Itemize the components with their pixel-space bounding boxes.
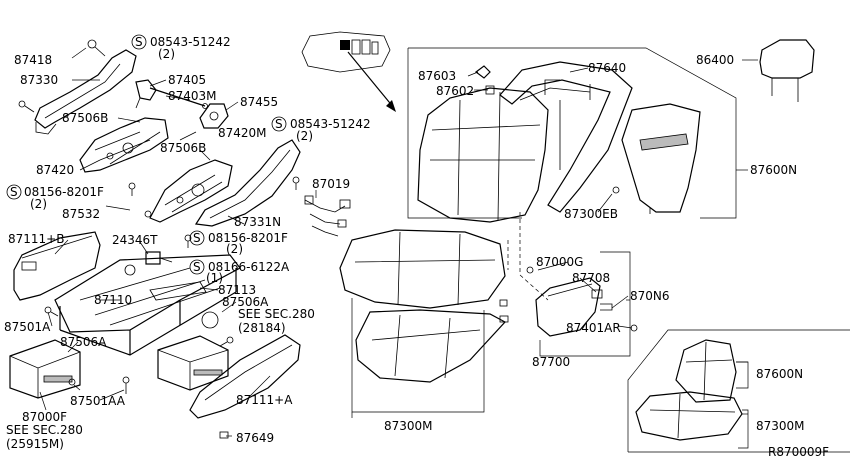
- seat-track-87420m: [149, 159, 233, 223]
- knob-87455: [199, 103, 229, 129]
- recliner-cover-87330: [34, 49, 137, 135]
- label-87640: 87640: [588, 61, 626, 75]
- bolt-symbols: [6, 34, 287, 275]
- see-sec-280-28184-line1: SEE SEC.280: [238, 307, 315, 321]
- label-87418: 87418: [14, 53, 52, 67]
- label-87501aa: 87501AA: [70, 394, 126, 408]
- label-87506a-a: 87506A: [222, 295, 269, 309]
- label-87700: 87700: [532, 355, 570, 369]
- control-unit-87000f: [9, 339, 81, 399]
- side-shield-87331n: [194, 139, 301, 227]
- finisher-87111b: [13, 231, 101, 301]
- label-87111a: 87111+A: [236, 393, 293, 407]
- seat-cushion-bracket: [351, 298, 485, 418]
- label-87113: 87113: [218, 283, 256, 297]
- back-board: [621, 103, 701, 214]
- bolt-qty-08156-8201f-b: (2): [226, 242, 243, 256]
- inset-box: [627, 329, 850, 453]
- frame-part-87113: [149, 281, 207, 301]
- label-87300m-a: 87300M: [384, 419, 433, 433]
- label-87603: 87603: [418, 69, 456, 83]
- label-87600n-a: 87600N: [750, 163, 797, 177]
- label-87506a-b: 87506A: [60, 335, 107, 349]
- harness-87019: [304, 195, 351, 237]
- label-87506b-b: 87506B: [160, 141, 206, 155]
- bolt-87418: [87, 39, 106, 57]
- side-finisher-bracket: [539, 251, 631, 357]
- label-87111b: 87111+B: [8, 232, 64, 246]
- label-87403m: 87403M: [168, 89, 217, 103]
- clips-87603-87602: [475, 65, 620, 194]
- dashed-guides: [507, 212, 549, 301]
- label-87000g: 87000G: [536, 255, 583, 269]
- label-87405: 87405: [168, 73, 206, 87]
- label-87401ar: 87401AR: [566, 321, 621, 335]
- sensor-24346t: [145, 251, 173, 265]
- label-87300eb: 87300EB: [564, 207, 618, 221]
- seat-location-icon: [301, 31, 396, 112]
- control-unit-28184: [157, 335, 229, 391]
- bolt-label-08156-8201f-a: 08156-8201F: [24, 185, 104, 199]
- bolt-qty-08543-51242-a: (2): [158, 47, 175, 61]
- label-87506b-a: 87506B: [62, 111, 108, 125]
- clip-87649: [219, 431, 229, 439]
- bolt-symbol-5: S: [193, 260, 201, 274]
- seat-back-frame-87640: [499, 61, 633, 213]
- bolt-qty-08166-6122a: (1): [206, 271, 223, 285]
- bolt-label-08156-8201f-b: 08156-8201F: [208, 231, 288, 245]
- label-87000f: 87000F: [22, 410, 67, 424]
- finisher-87111a: [189, 334, 301, 419]
- bolt-qty-08156-8201f-a: (2): [30, 197, 47, 211]
- label-24346t: 24346T: [112, 233, 158, 247]
- label-87649: 87649: [236, 431, 274, 445]
- recliner-mechanism-87420: [79, 117, 169, 173]
- label-87420: 87420: [36, 163, 74, 177]
- label-87501a: 87501A: [4, 320, 51, 334]
- see-sec-280-25915m-line1: SEE SEC.280: [6, 423, 83, 437]
- label-87455: 87455: [240, 95, 278, 109]
- bolt-label-08543-51242-a: 08543-51242: [150, 35, 231, 49]
- bolt-symbol-3: S: [10, 185, 18, 199]
- seat-cushion-87300m: [339, 229, 506, 309]
- bolt-label-08166-6122a: 08166-6122A: [208, 260, 290, 274]
- fasteners: [44, 176, 300, 394]
- bolt-symbol-2: S: [275, 117, 283, 131]
- reference-code: R870009F: [768, 445, 829, 459]
- headrest-86400: [759, 39, 815, 102]
- seat-back-cushion: [417, 87, 549, 223]
- label-87110: 87110: [94, 293, 132, 307]
- bolt-symbol-4: S: [193, 231, 201, 245]
- label-87331n: 87331N: [234, 215, 281, 229]
- label-87600n-b: 87600N: [756, 367, 803, 381]
- label-87300m-b: 87300M: [756, 419, 805, 433]
- label-87420m: 87420M: [218, 126, 267, 140]
- bolt-qty-08543-51242-b: (2): [296, 129, 313, 143]
- side-finisher-87700: [526, 266, 638, 337]
- lever-87405: [135, 79, 157, 109]
- leader-lines: [39, 47, 758, 437]
- seat-back-box: [407, 47, 748, 219]
- rod-87403m: [149, 87, 208, 109]
- seat-frame-87110: [54, 254, 241, 356]
- see-sec-280-28184-line2: (28184): [238, 321, 286, 335]
- bolt-small-left: [18, 100, 35, 113]
- label-86400: 86400: [696, 53, 734, 67]
- label-870n6: 870N6: [630, 289, 670, 303]
- inset-seat: [635, 339, 749, 449]
- bolt-symbol-1: S: [135, 35, 143, 49]
- bolt-label-08543-51242-b: 08543-51242: [290, 117, 371, 131]
- label-87019: 87019: [312, 177, 350, 191]
- label-87532: 87532: [62, 207, 100, 221]
- label-87602: 87602: [436, 84, 474, 98]
- see-sec-280-25915m-line2: (25915M): [6, 437, 64, 451]
- label-87330: 87330: [20, 73, 58, 87]
- label-87708: 87708: [572, 271, 610, 285]
- seat-cushion-pad: [355, 299, 509, 383]
